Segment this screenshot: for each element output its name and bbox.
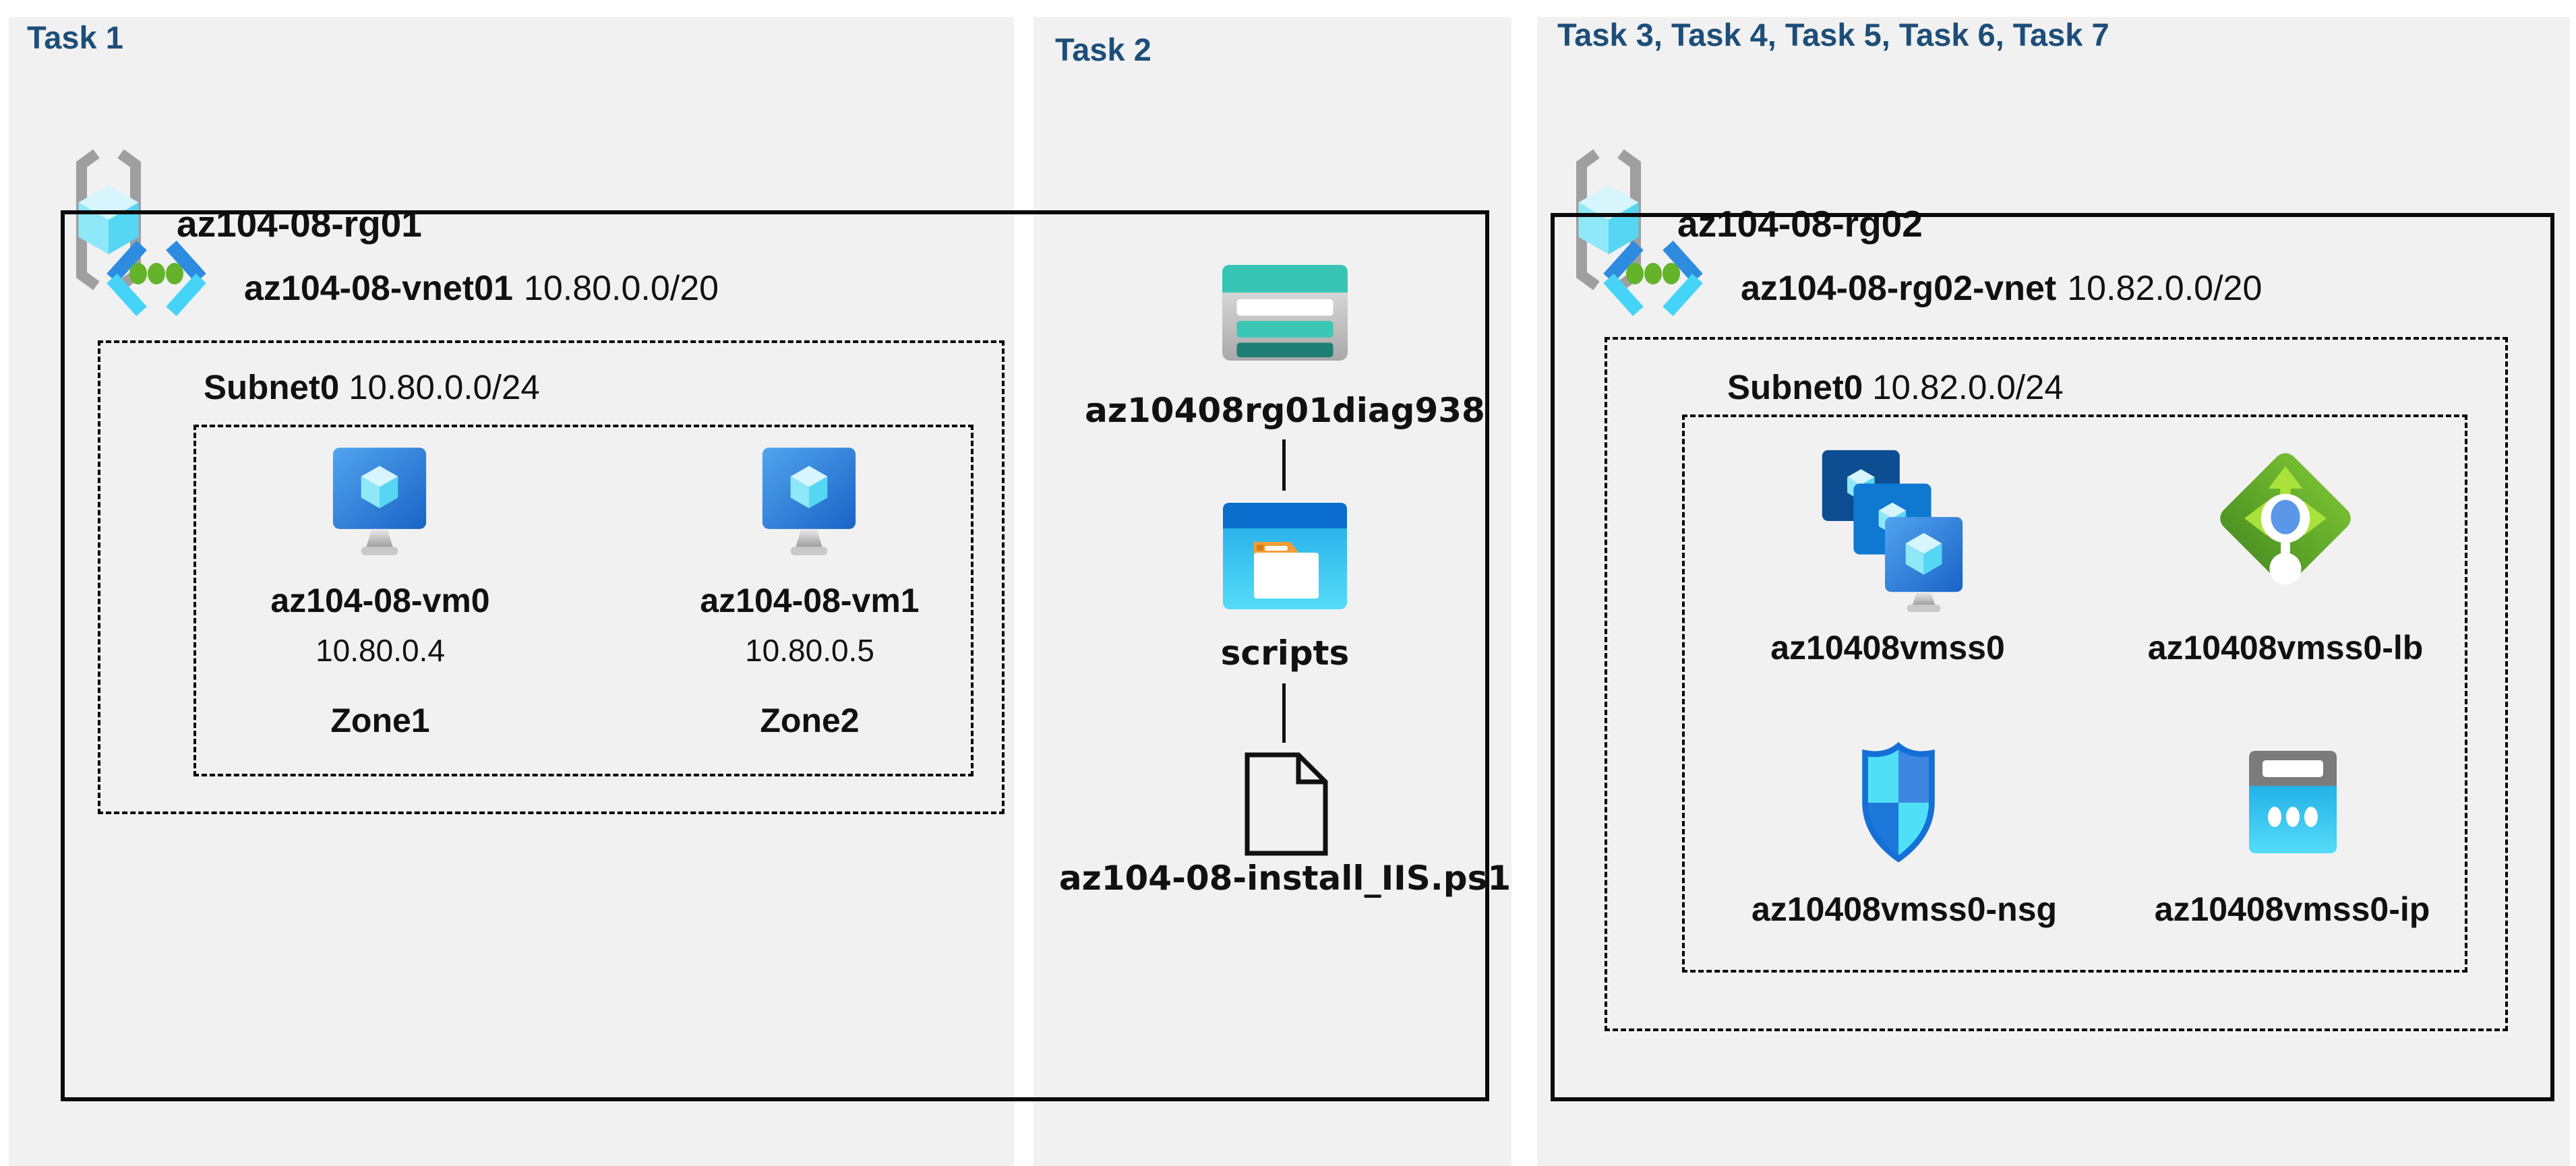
- subnet-cidr: 10.80.0.0/24: [349, 368, 540, 406]
- vm-name: az104-08-vm0: [270, 582, 490, 619]
- public-ip-name: az10408vmss0-ip: [2154, 890, 2430, 928]
- vm-ip: 10.80.0.5: [745, 633, 874, 668]
- vm-zone: Zone2: [760, 702, 860, 739]
- subnet-name: Subnet0: [204, 368, 340, 406]
- vmss-icon: [1815, 438, 1963, 612]
- vm-zone: Zone1: [330, 702, 430, 739]
- nsg-name: az10408vmss0-nsg: [1751, 890, 2058, 928]
- resource-group-icon: [64, 143, 153, 297]
- load-balancer-icon: [2215, 437, 2356, 607]
- vnet-label: az104-08-vnet01 10.80.0.0/20: [244, 268, 719, 309]
- vnet-name: az104-08-vnet01: [244, 269, 513, 308]
- vnet-cidr: 10.82.0.0/20: [2067, 269, 2263, 308]
- vmss-name: az10408vmss0: [1770, 629, 2005, 667]
- folder-icon: [1223, 503, 1347, 609]
- rg02-boundary-box: [1551, 213, 2554, 1101]
- vnet-name: az104-08-rg02-vnet: [1741, 269, 2057, 308]
- vnet-icon: [1596, 237, 1710, 319]
- vm-ip: 10.80.0.4: [316, 633, 445, 668]
- vm-icon: [760, 443, 858, 561]
- storage-account-name: az10408rg01diag938: [1085, 391, 1485, 430]
- task3-title: Task 3, Task 4, Task 5, Task 6, Task 7: [1557, 17, 2109, 53]
- subnet-name: Subnet0: [1727, 368, 1863, 406]
- connector-line: [1282, 683, 1286, 743]
- resource-group-name: az104-08-rg02: [1677, 203, 1923, 245]
- ps1-file-icon: [1242, 751, 1331, 857]
- folder-name: scripts: [1220, 634, 1350, 673]
- load-balancer-name: az10408vmss0-lb: [2147, 629, 2424, 667]
- vmss-resources-box: [1682, 415, 2467, 973]
- task1-panel: [9, 17, 1014, 1166]
- public-ip-icon: [2249, 751, 2337, 853]
- subnet-cidr: 10.82.0.0/24: [1872, 368, 2064, 406]
- script-file-name: az104-08-install_IIS.ps1: [1058, 859, 1511, 898]
- vm-zone-box: [193, 425, 974, 776]
- task1-title: Task 1: [27, 20, 123, 55]
- nsg-icon: [1856, 737, 1941, 867]
- rg01-boundary-box: [61, 210, 1489, 1101]
- task2-title: Task 2: [1055, 32, 1151, 67]
- storage-account-icon: [1222, 264, 1348, 361]
- subnet0-box: [98, 340, 1005, 814]
- subnet0-box: [1605, 337, 2508, 1031]
- connector-line: [1282, 439, 1286, 491]
- vnet-label: az104-08-rg02-vnet 10.82.0.0/20: [1741, 268, 2262, 309]
- resource-group-name: az104-08-rg01: [177, 203, 422, 245]
- vnet-icon: [100, 237, 213, 319]
- task3-panel: [1537, 17, 2570, 1166]
- vnet-cidr: 10.80.0.0/20: [523, 269, 719, 308]
- vm-name: az104-08-vm1: [700, 582, 920, 619]
- vm-icon: [330, 443, 429, 561]
